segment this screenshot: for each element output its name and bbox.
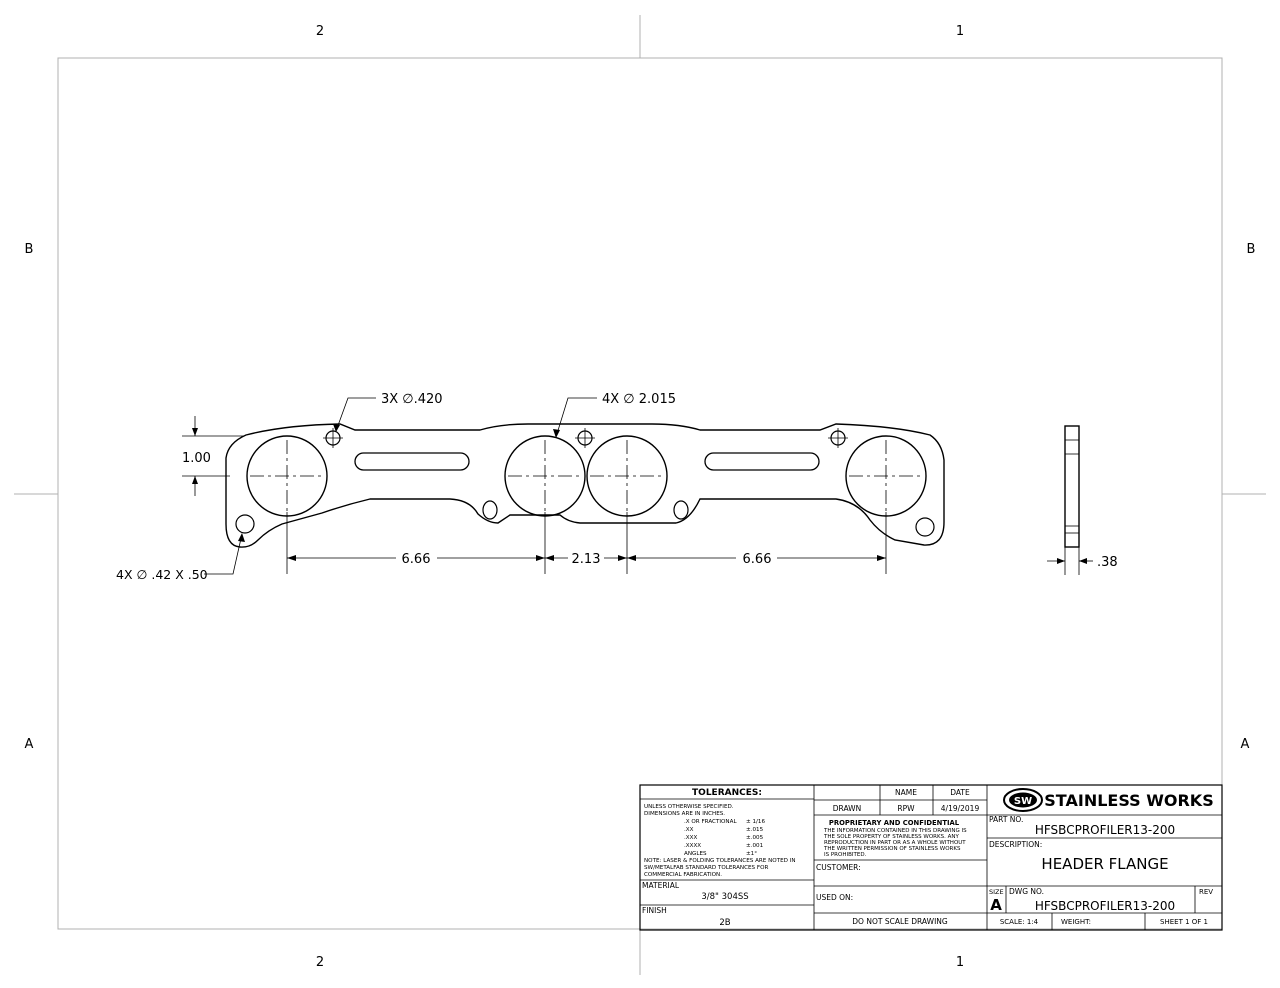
slots-callout: 4X ∅ .42 X .50 xyxy=(116,533,245,582)
center-marks xyxy=(250,440,923,512)
zone-right-a: A xyxy=(1241,737,1250,752)
zone-bottom-2: 2 xyxy=(316,955,324,970)
spacing-right-label: 6.66 xyxy=(743,552,772,567)
flange-side-view: .38 xyxy=(1047,425,1118,575)
tolerance-row-2-label: .XX xyxy=(684,827,694,833)
dwg-no-value: HFSBCPROFILER13-200 xyxy=(1035,899,1175,913)
tolerance-note-5: COMMERCIAL FABRICATION. xyxy=(644,872,722,878)
slots-label: 4X ∅ .42 X .50 xyxy=(116,567,208,582)
spacing-right-dimension: 6.66 xyxy=(627,552,886,567)
description-value: HEADER FLANGE xyxy=(1041,855,1168,873)
tolerance-row-2-value: ±.015 xyxy=(746,827,764,833)
proprietary-line-5: IS PROHIBITED. xyxy=(824,852,867,858)
bolt-holes-callout: 3X ∅.420 xyxy=(333,392,443,432)
size-label: SIZE xyxy=(989,888,1004,896)
zone-top-1: 1 xyxy=(956,24,964,39)
tolerance-note-1: UNLESS OTHERWISE SPECIFIED. xyxy=(644,804,734,810)
name-header: NAME xyxy=(895,788,917,797)
company-name: STAINLESS WORKS xyxy=(1044,791,1213,810)
tolerances-heading: TOLERANCES: xyxy=(692,788,762,798)
tolerance-row-3-value: ±.005 xyxy=(746,835,764,841)
thickness-label: .38 xyxy=(1097,555,1118,570)
date-header: DATE xyxy=(950,788,970,797)
company-logo: SW STAINLESS WORKS xyxy=(1003,788,1214,812)
spacing-mid-dimension: 2.13 xyxy=(545,552,627,567)
zone-labels: 2 1 2 1 B B A A xyxy=(25,24,1256,970)
proprietary-heading: PROPRIETARY AND CONFIDENTIAL xyxy=(829,819,960,827)
spacing-mid-label: 2.13 xyxy=(572,552,601,567)
proprietary-line-1: THE INFORMATION CONTAINED IN THIS DRAWIN… xyxy=(823,828,967,834)
ports-label: 4X ∅ 2.015 xyxy=(602,392,676,407)
do-not-scale-note: DO NOT SCALE DRAWING xyxy=(852,917,948,926)
zone-left-b: B xyxy=(25,242,34,257)
tolerance-note-4: SW/METALFAB STANDARD TOLERANCES FOR xyxy=(644,865,768,871)
description-label: DESCRIPTION: xyxy=(989,840,1042,849)
bolt-holes-label: 3X ∅.420 xyxy=(381,392,443,407)
tolerance-row-5-label: ANGLES xyxy=(684,851,707,857)
zone-right-b: B xyxy=(1247,242,1256,257)
oval-hole-4 xyxy=(915,517,935,537)
oval-hole-1 xyxy=(235,514,255,534)
oval-holes xyxy=(235,500,935,537)
spacing-left-label: 6.66 xyxy=(402,552,431,567)
finish-label: FINISH xyxy=(642,906,667,915)
scale-value: SCALE: 1:4 xyxy=(1000,918,1039,926)
height-dimension: 1.00 xyxy=(182,416,244,496)
drawn-label: DRAWN xyxy=(833,804,861,813)
tolerance-row-1-value: ± 1/16 xyxy=(746,819,765,825)
tolerance-notes: UNLESS OTHERWISE SPECIFIED. DIMENSIONS A… xyxy=(644,804,796,878)
tolerance-note-2: DIMENSIONS ARE IN INCHES. xyxy=(644,811,725,817)
material-value: 3/8" 304SS xyxy=(701,892,748,902)
ports-callout: 4X ∅ 2.015 xyxy=(553,392,676,438)
zone-left-a: A xyxy=(25,737,34,752)
size-value: A xyxy=(990,896,1002,914)
extension-lines xyxy=(286,512,887,574)
tolerance-row-4-label: .XXXX xyxy=(684,843,701,849)
part-no-value: HFSBCPROFILER13-200 xyxy=(1035,823,1175,837)
tolerance-note-3: NOTE: LASER & FOLDING TOLERANCES ARE NOT… xyxy=(644,858,796,864)
proprietary-notes: THE INFORMATION CONTAINED IN THIS DRAWIN… xyxy=(823,828,967,858)
tolerance-row-1-label: .X OR FRACTIONAL xyxy=(684,819,737,825)
tolerance-row-4-value: ±.001 xyxy=(746,843,764,849)
part-no-label: PART NO. xyxy=(989,815,1023,824)
zone-bottom-1: 1 xyxy=(956,955,964,970)
flange-front-view xyxy=(225,423,945,548)
spacing-left-dimension: 6.66 xyxy=(287,552,545,567)
finish-value: 2B xyxy=(719,918,730,928)
tolerance-row-3-label: .XXX xyxy=(684,835,697,841)
proprietary-line-4: THE WRITTEN PERMISSION OF STAINLESS WORK… xyxy=(823,846,961,852)
dwg-no-label: DWG NO. xyxy=(1009,887,1044,896)
rev-label: REV xyxy=(1199,888,1213,896)
bolt-hole-1 xyxy=(323,428,343,448)
material-label: MATERIAL xyxy=(642,881,680,890)
proprietary-line-2: THE SOLE PROPERTY OF STAINLESS WORKS. AN… xyxy=(823,834,959,840)
logo-mark xyxy=(1003,788,1043,812)
used-on-label: USED ON: xyxy=(816,893,853,902)
flange-outline xyxy=(225,423,945,548)
slot-1 xyxy=(354,452,470,471)
logo-mark-text: SW xyxy=(1014,796,1032,807)
zone-top-2: 2 xyxy=(316,24,324,39)
customer-label: CUSTOMER: xyxy=(816,863,861,872)
stud-slots xyxy=(354,452,820,471)
height-label: 1.00 xyxy=(182,451,211,466)
proprietary-line-3: REPRODUCTION IN PART OR AS A WHOLE WITHO… xyxy=(824,840,966,846)
thickness-dimension: .38 xyxy=(1047,555,1118,570)
oval-hole-2 xyxy=(482,500,498,520)
slot-2 xyxy=(704,452,820,471)
drawn-name: RPW xyxy=(897,804,915,813)
sheet-value: SHEET 1 OF 1 xyxy=(1160,918,1208,926)
tolerance-row-5-value: ±1° xyxy=(746,851,757,857)
bolt-hole-2 xyxy=(575,428,595,448)
weight-label: WEIGHT: xyxy=(1061,918,1091,926)
title-block: TOLERANCES: UNLESS OTHERWISE SPECIFIED. … xyxy=(639,784,1223,931)
drawn-date: 4/19/2019 xyxy=(941,804,980,813)
oval-hole-3 xyxy=(673,500,689,520)
dimensions: 3X ∅.420 4X ∅ 2.015 4X ∅ .42 X .50 1.00 xyxy=(116,392,887,582)
bolt-hole-3 xyxy=(828,428,848,448)
bolt-holes xyxy=(323,428,848,448)
